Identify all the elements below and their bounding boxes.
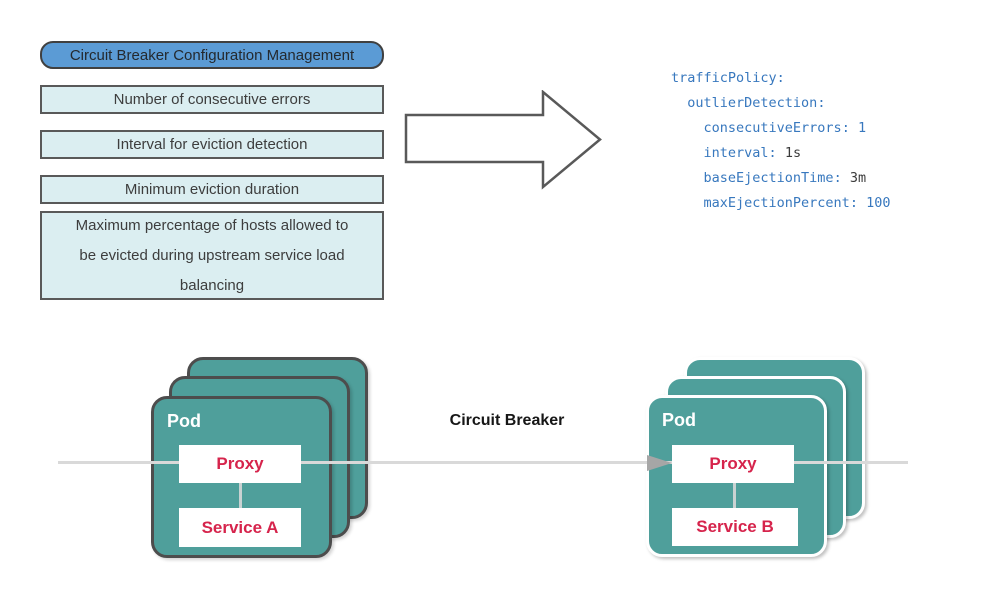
flow-arrowhead-icon (647, 455, 672, 471)
flow-title: Circuit Breaker Configuration Management (69, 46, 355, 64)
proxy-service-connector-left (239, 483, 242, 508)
pod-label-right: Pod (662, 410, 696, 430)
code-line: interval: 1s (671, 145, 802, 161)
code-line: trafficPolicy: (671, 70, 785, 86)
traffic-flow-line (58, 461, 908, 464)
proxy-service-connector-right (733, 483, 736, 508)
flow-item-max-eviction-percent: Maximum percentage of hosts allowed to b… (40, 211, 384, 300)
flow-title-box: Circuit Breaker Configuration Management (40, 41, 384, 69)
code-line: maxEjectionPercent: 100 (671, 195, 891, 211)
block-arrow-icon (404, 90, 602, 190)
proxy-box-right: Proxy (672, 445, 794, 483)
flow-item-eviction-duration: Minimum eviction duration (40, 175, 384, 204)
yaml-code: trafficPolicy: outlierDetection: consecu… (671, 66, 890, 216)
service-a-box: Service A (179, 508, 301, 547)
code-line: baseEjectionTime: 3m (671, 170, 867, 186)
pod-label-left: Pod (167, 411, 201, 431)
code-line: outlierDetection: (671, 95, 826, 111)
code-line: consecutiveErrors: 1 (671, 120, 867, 136)
proxy-box-left: Proxy (179, 445, 301, 483)
service-b-box: Service B (672, 508, 798, 546)
flow-item-eviction-interval: Interval for eviction detection (40, 130, 384, 159)
flow-item-consecutive-errors: Number of consecutive errors (40, 85, 384, 114)
circuit-breaker-label: Circuit Breaker (449, 412, 565, 429)
